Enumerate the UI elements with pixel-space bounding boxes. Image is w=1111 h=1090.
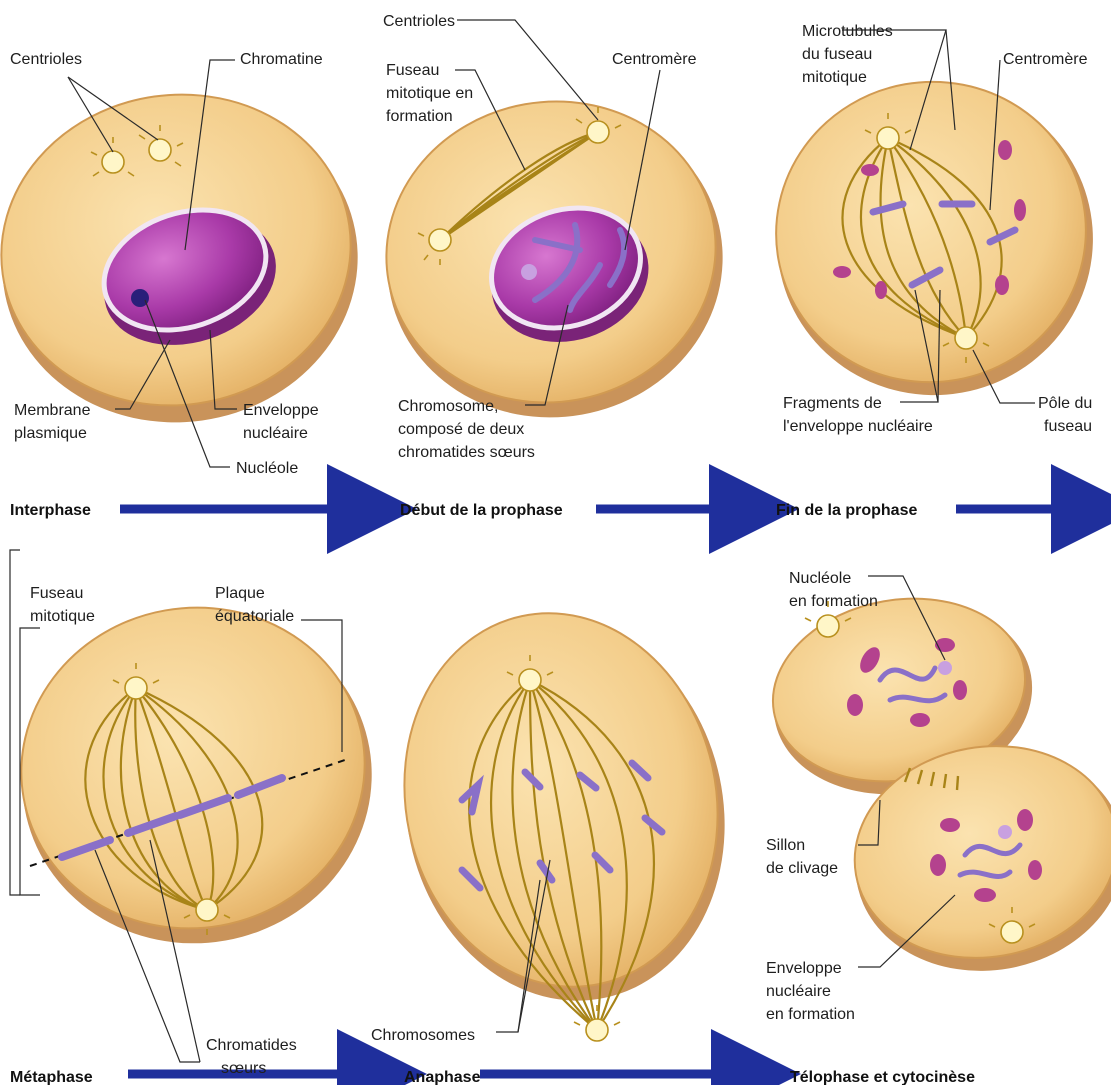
label-centromere-2: Centromère	[1003, 51, 1088, 68]
nucleolus	[521, 264, 537, 280]
phase-interphase: Interphase	[10, 502, 91, 519]
cell-prophase-late	[752, 57, 1111, 420]
label-fuseau-form-1: Fuseau	[386, 62, 439, 79]
label-chromatides-1: Chromatides	[206, 1037, 297, 1054]
label-chromosomes: Chromosomes	[371, 1027, 475, 1044]
label-chromosome-1: Chromosome,	[398, 398, 498, 415]
label-microtubules-3: mitotique	[802, 69, 867, 86]
phase-telophase: Télophase et cytocinèse	[790, 1069, 975, 1085]
label-env-form-3: en formation	[766, 1006, 855, 1023]
label-fuseau-form-2: mitotique en	[386, 85, 473, 102]
phase-metaphase: Métaphase	[10, 1069, 93, 1085]
label-microtubules-2: du fuseau	[802, 46, 872, 63]
label-membrane-2: plasmique	[14, 425, 87, 442]
label-plaque-1: Plaque	[215, 585, 265, 602]
nucleolus	[938, 661, 952, 675]
label-chromatides-2: sœurs	[221, 1060, 266, 1077]
cell-metaphase	[0, 581, 398, 971]
label-centrioles-2: Centrioles	[383, 13, 455, 30]
label-enveloppe-2: nucléaire	[243, 425, 308, 442]
cell-interphase	[0, 72, 379, 445]
label-env-form-1: Enveloppe	[766, 960, 842, 977]
label-microtubules-1: Microtubules	[802, 23, 893, 40]
label-fragments-1: Fragments de	[783, 395, 882, 412]
label-fuseau-mit-1: Fuseau	[30, 585, 83, 602]
label-chromosome-3: chromatides sœurs	[398, 444, 535, 461]
label-chromatine: Chromatine	[240, 51, 323, 68]
label-enveloppe-1: Enveloppe	[243, 402, 319, 419]
label-fragments-2: l'enveloppe nucléaire	[783, 418, 933, 435]
cell-prophase-early	[362, 76, 747, 444]
label-plaque-2: équatoriale	[215, 608, 294, 625]
label-sillon-2: de clivage	[766, 860, 838, 877]
label-pole-1: Pôle du	[1038, 395, 1092, 412]
label-nucleole: Nucléole	[236, 460, 298, 477]
label-sillon-1: Sillon	[766, 837, 805, 854]
phase-anaphase: Anaphase	[404, 1069, 481, 1085]
label-nucleole-form-1: Nucléole	[789, 570, 851, 587]
label-centrioles: Centrioles	[10, 51, 82, 68]
label-chromosome-2: composé de deux	[398, 421, 524, 438]
phase-prophase-late: Fin de la prophase	[776, 502, 917, 519]
cell-anaphase	[370, 584, 759, 1041]
label-pole-2: fuseau	[1044, 418, 1092, 435]
label-membrane-1: Membrane	[14, 402, 91, 419]
cell-telophase	[758, 579, 1111, 991]
label-centromere: Centromère	[612, 51, 697, 68]
phase-prophase-early: Début de la prophase	[400, 502, 563, 519]
label-env-form-2: nucléaire	[766, 983, 831, 1000]
nucleolus	[998, 825, 1012, 839]
label-nucleole-form-2: en formation	[789, 593, 878, 610]
label-fuseau-form-3: formation	[386, 108, 453, 125]
label-fuseau-mit-2: mitotique	[30, 608, 95, 625]
